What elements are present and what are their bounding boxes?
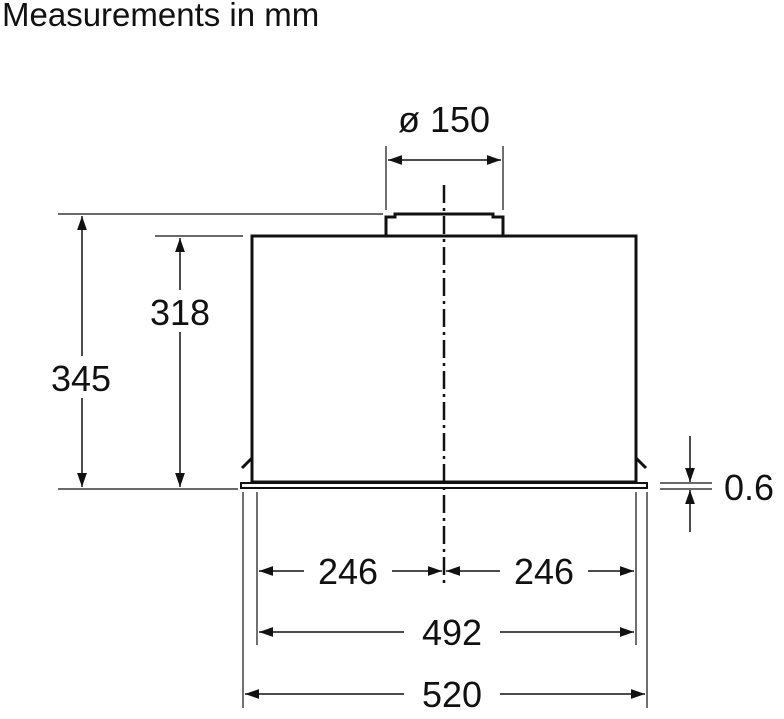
diagram-title: Measurements in mm xyxy=(2,0,320,33)
label-body-width: 492 xyxy=(422,612,482,653)
duct-connector xyxy=(384,212,505,236)
label-duct-diameter: ø 150 xyxy=(398,99,490,140)
clip-right xyxy=(634,456,648,470)
label-flange-thickness: 0.6 xyxy=(724,467,774,508)
label-total-height: 345 xyxy=(51,358,111,399)
label-half-width-right: 246 xyxy=(514,551,574,592)
label-half-width-left: 246 xyxy=(318,551,378,592)
clip-left xyxy=(240,456,254,470)
label-body-height: 318 xyxy=(150,292,210,333)
extension-lines xyxy=(58,146,712,708)
label-flange-width: 520 xyxy=(422,674,482,715)
